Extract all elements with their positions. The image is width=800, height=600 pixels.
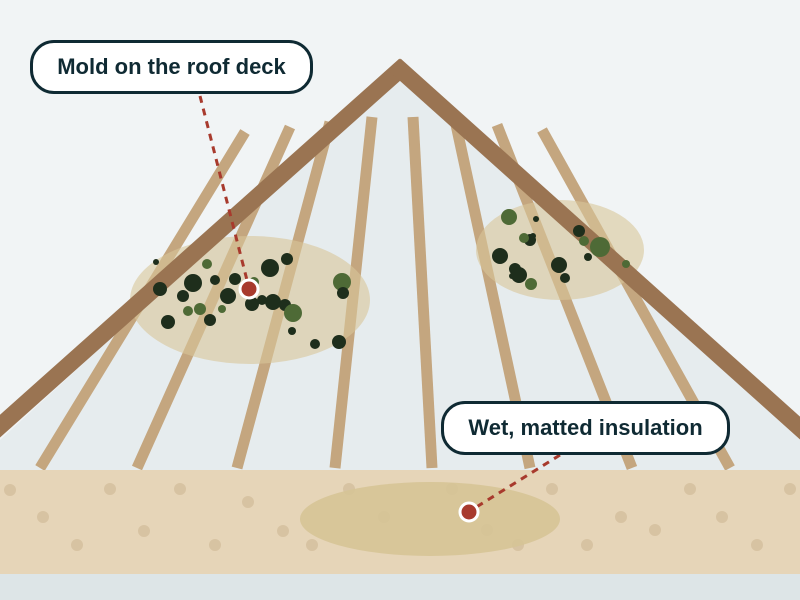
mold-spot <box>622 260 630 268</box>
mold-spot <box>220 288 236 304</box>
rafter <box>407 116 438 469</box>
insulation-dot <box>174 483 186 495</box>
insulation-dot <box>649 524 661 536</box>
mold-spot <box>573 225 585 237</box>
insulation-dot <box>784 483 796 495</box>
mold-spot <box>204 314 216 326</box>
mold-spots <box>153 209 630 349</box>
mold-callout: Mold on the roof deck <box>30 40 313 94</box>
mold-spot <box>590 237 610 257</box>
mold-spot <box>333 273 351 291</box>
insulation-dot <box>138 525 150 537</box>
insulation-dot <box>209 539 221 551</box>
insulation-callout-label: Wet, matted insulation <box>468 415 703 440</box>
wet-insulation-patch <box>300 482 560 556</box>
mold-spot <box>288 327 296 335</box>
insulation-dot <box>716 511 728 523</box>
mold-spot <box>257 295 267 305</box>
mold-spot <box>551 257 567 273</box>
mold-spot <box>579 236 589 246</box>
attic-interior <box>0 73 800 470</box>
insulation-dot <box>684 483 696 495</box>
insulation-dot <box>751 539 763 551</box>
insulation-dot <box>71 539 83 551</box>
floor-strip <box>0 574 800 600</box>
insulation-dot <box>37 511 49 523</box>
mold-spot <box>584 253 592 261</box>
mold-spot <box>183 306 193 316</box>
mold-spot <box>332 335 346 349</box>
roof-beam-left <box>0 58 411 438</box>
mold-spot <box>261 259 279 277</box>
mold-spot <box>218 305 226 313</box>
insulation-dot <box>104 483 116 495</box>
insulation-dot <box>4 484 16 496</box>
mold-spot <box>337 287 349 299</box>
mold-spot <box>245 297 259 311</box>
mold-spot <box>177 290 189 302</box>
mold-spot <box>265 294 281 310</box>
mold-spot <box>229 273 241 285</box>
insulation-dot <box>242 496 254 508</box>
mold-spot <box>161 315 175 329</box>
insulation-dot <box>277 525 289 537</box>
mold-callout-label: Mold on the roof deck <box>57 54 286 79</box>
mold-spot <box>519 233 529 243</box>
insulation-dot <box>306 539 318 551</box>
mold-spot <box>525 278 537 290</box>
mold-marker <box>238 278 260 300</box>
mold-spot <box>281 253 293 265</box>
insulation-marker <box>458 501 480 523</box>
mold-spot <box>511 267 527 283</box>
mold-spot <box>202 259 212 269</box>
insulation-dot <box>615 511 627 523</box>
mold-spot <box>530 233 536 239</box>
insulation-leader-line <box>469 453 561 513</box>
mold-spot <box>560 273 570 283</box>
mold-spot <box>284 304 302 322</box>
mold-spot <box>194 303 206 315</box>
mold-spot <box>210 275 220 285</box>
mold-spot <box>153 282 167 296</box>
mold-spot <box>184 274 202 292</box>
mold-spot <box>310 339 320 349</box>
mold-spot <box>509 273 515 279</box>
mold-spot <box>533 216 539 222</box>
insulation-dot <box>581 539 593 551</box>
mold-spot <box>501 209 517 225</box>
insulation-callout: Wet, matted insulation <box>441 401 730 455</box>
insulation-dot <box>546 483 558 495</box>
mold-spot <box>492 248 508 264</box>
mold-spot <box>153 259 159 265</box>
